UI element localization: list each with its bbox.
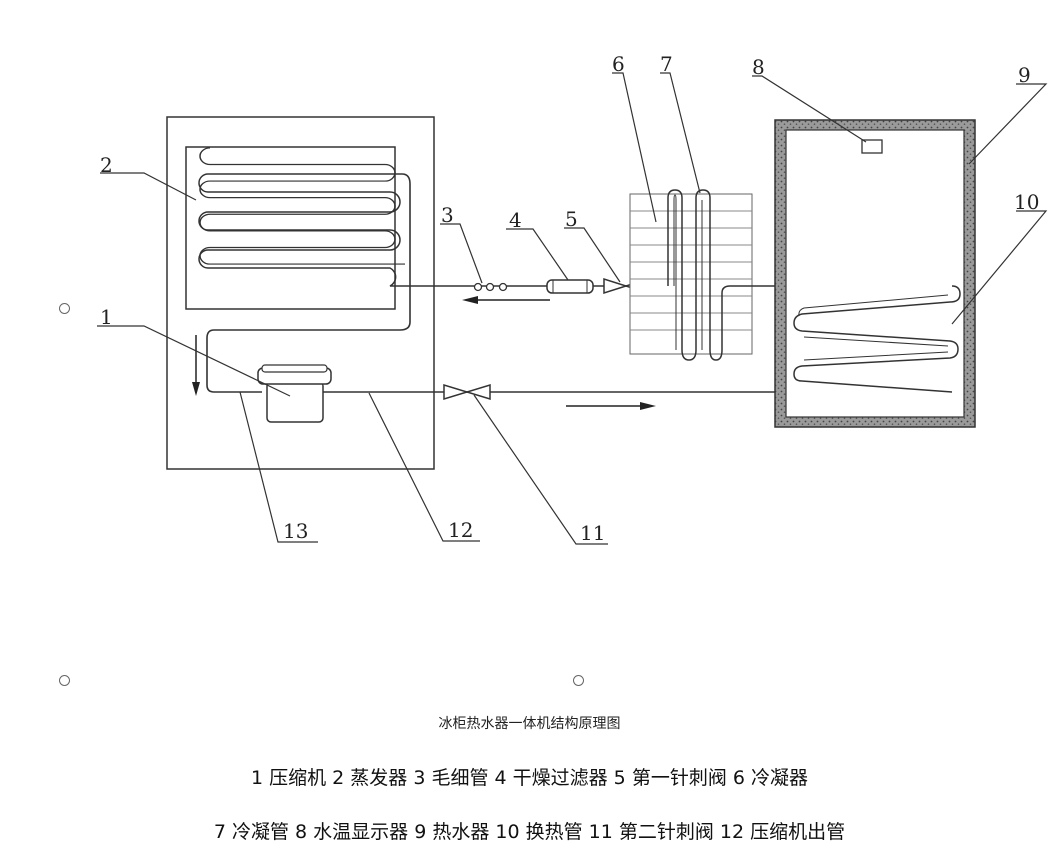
flow-arrow-down-head <box>192 382 200 396</box>
label-water-temperature-display: 8 <box>752 55 765 79</box>
bullet-marker <box>573 675 584 686</box>
heat-exchange-tube-inner <box>798 294 949 361</box>
evaporator-panel <box>185 146 396 310</box>
legend-line-2: 7 冷凝管 8 水温显示器 9 热水器 10 换热管 11 第二针刺阀 12 压… <box>213 821 846 843</box>
capillary-coil <box>498 282 508 292</box>
compressor-cap <box>261 364 328 373</box>
heat-exchange-tube <box>793 285 961 393</box>
label-13: 13 <box>283 519 308 543</box>
freezer-cabinet <box>166 116 435 470</box>
suction-line <box>206 173 411 393</box>
first-needle-valve <box>603 277 629 295</box>
label-compressor: 1 <box>100 305 113 329</box>
capillary-coil <box>485 282 495 292</box>
label-dryer-filter: 4 <box>509 208 522 232</box>
bullet-marker <box>59 675 70 686</box>
label-water-heater: 9 <box>1018 63 1031 87</box>
second-needle-valve <box>443 383 470 401</box>
leader-lines <box>97 72 1048 545</box>
flow-arrow-right-head <box>640 402 656 410</box>
capillary-coil <box>473 282 483 292</box>
condenser-tube-inner <box>673 194 703 350</box>
evaporator-coil-outline <box>198 173 402 287</box>
schematic-diagram: 2 1 3 4 5 6 7 8 9 10 11 12 13 <box>97 52 1048 545</box>
bullet-marker <box>59 303 70 314</box>
legend-line-1: 1 压缩机 2 蒸发器 3 毛细管 4 干燥过滤器 5 第一针刺阀 6 冷凝器 <box>251 767 808 789</box>
water-temperature-display <box>861 139 883 154</box>
condenser-tube <box>667 189 952 361</box>
diagram-caption: 冰柜热水器一体机结构原理图 <box>438 716 621 732</box>
label-heat-exchange-tube: 10 <box>1014 190 1039 214</box>
label-compressor-outlet-tube: 12 <box>448 518 473 542</box>
condenser-fins <box>629 193 753 355</box>
label-capillary-tube: 3 <box>441 203 454 227</box>
label-second-needle-valve: 11 <box>580 521 605 545</box>
label-condenser: 6 <box>612 52 625 76</box>
condenser-fin-lines <box>630 210 752 331</box>
evaporator-coil <box>199 147 405 265</box>
water-heater-tank <box>785 129 965 418</box>
label-evaporator: 2 <box>100 153 113 177</box>
dryer-filter <box>546 279 594 294</box>
compressor-body <box>266 381 324 423</box>
label-condenser-tube: 7 <box>660 52 673 76</box>
second-needle-valve-right <box>464 383 491 401</box>
label-first-needle-valve: 5 <box>565 207 578 231</box>
flow-arrow-left-head <box>462 296 478 304</box>
